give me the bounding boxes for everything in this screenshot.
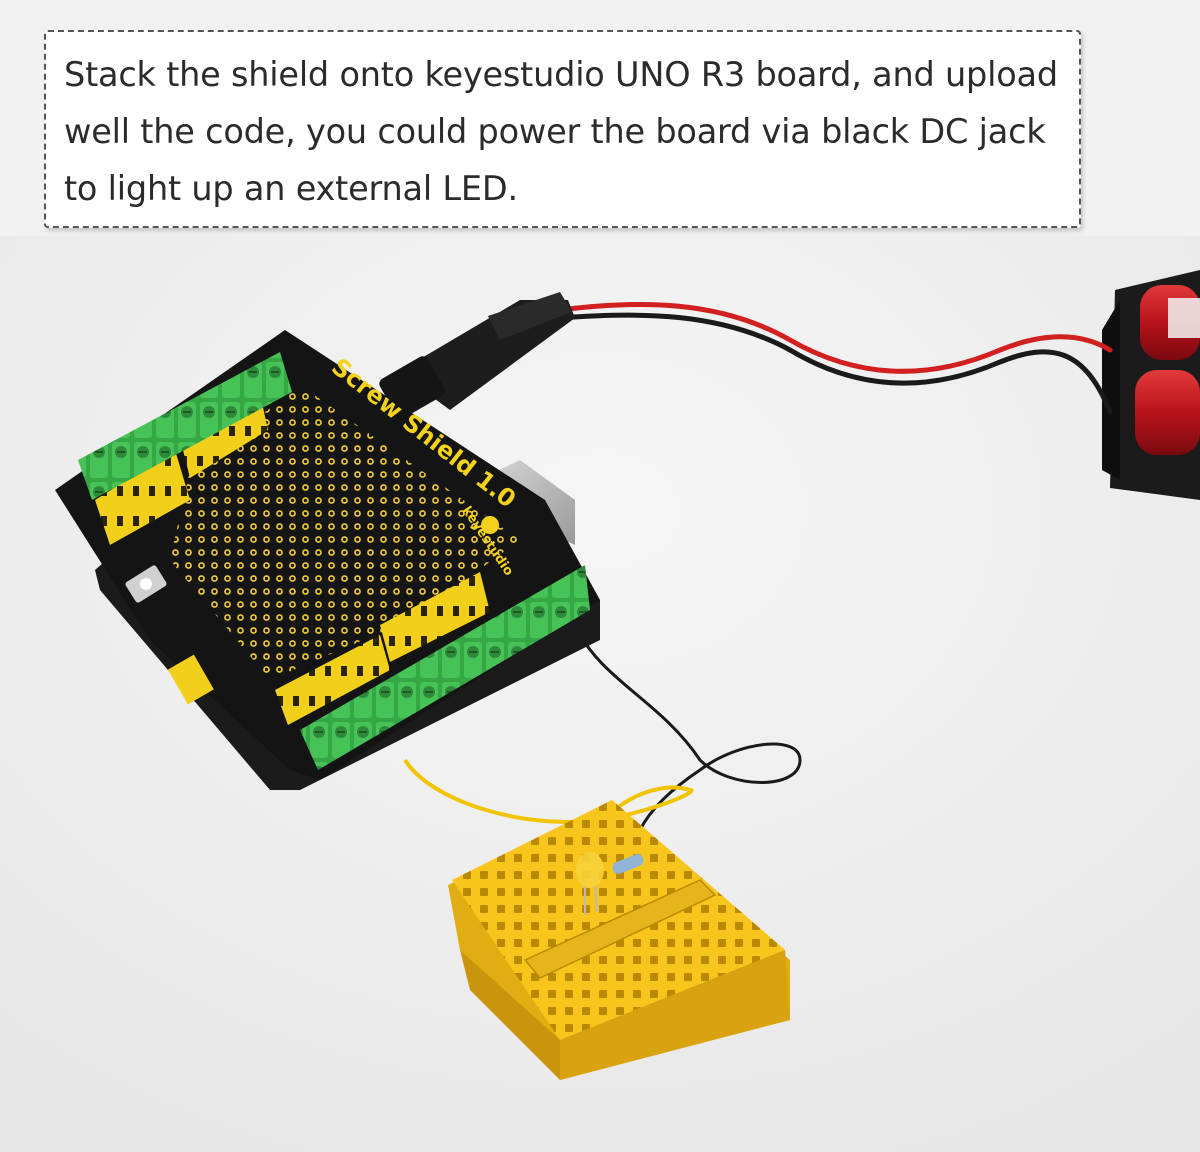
brand-logo-icon	[481, 516, 499, 534]
screw-shield: Screw Shield 1.0 keyestudio	[55, 330, 600, 780]
dc-power-cable	[557, 301, 1113, 415]
battery-holder	[1102, 270, 1200, 500]
mini-breadboard	[448, 800, 790, 1080]
resistor-component	[612, 853, 644, 875]
caption-box: Stack the shield onto keyestudio UNO R3 …	[44, 30, 1081, 228]
product-photo: Screw Shield 1.0 keyestudio	[0, 236, 1200, 1152]
caption-text: Stack the shield onto keyestudio UNO R3 …	[64, 55, 1058, 208]
black-jumper-wire	[573, 624, 802, 831]
led-component	[576, 852, 604, 915]
